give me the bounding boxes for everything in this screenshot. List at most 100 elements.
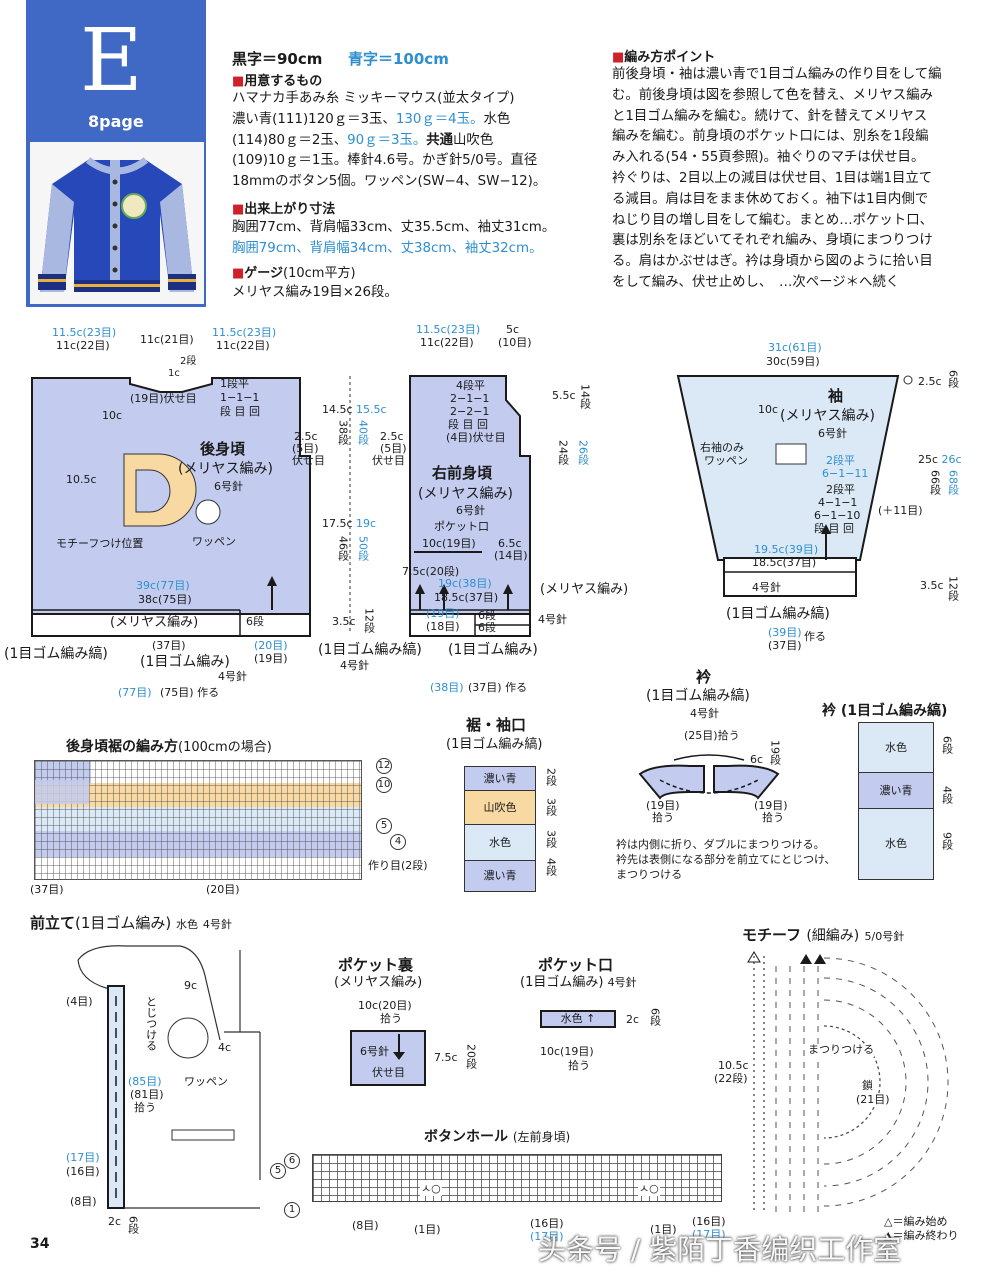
collar-title: 衿 [696, 668, 712, 686]
placket-c4: 4c [218, 1041, 232, 1054]
hem-rows-4: 4段 [544, 858, 558, 876]
sleeve-h-rows-blue: 68段 [946, 470, 960, 495]
hem-cuff-title: 裾・袖口 [466, 716, 527, 734]
back-top-left: 11c(22目) [56, 339, 110, 352]
placket-st4: (4目) [66, 995, 93, 1008]
sleeve-cuff-h: 3.5c [920, 579, 944, 592]
pocket-back-box [350, 1030, 426, 1086]
front-neck-h: 5.5c [552, 389, 576, 402]
motif-rows: (22段) [714, 1072, 748, 1085]
front-rib-label: (1目ゴム編み縞) [318, 642, 422, 658]
back-neck-rule-3: 段 目 回 [220, 405, 260, 418]
hem-stripe-2: 山吹色 [465, 791, 535, 825]
sleeve-wappen-2: ワッペン [704, 454, 748, 467]
back-body-diagram [31, 377, 311, 637]
sleeve-stitch: (メリヤス編み) [780, 408, 875, 424]
placket-diagram [77, 945, 261, 1209]
front-needle4: 4号針 [538, 613, 567, 626]
chart-st-left: (37目) [30, 883, 64, 896]
sleeve-diagram [676, 375, 913, 597]
sleeve-h: 25c 26c [918, 453, 962, 466]
sleeve-rib-label: (1目ゴム編み縞) [726, 606, 830, 622]
back-motif-pos: モチーフつけ位置 [56, 537, 144, 550]
sleeve-top-h: 2.5c [918, 375, 942, 388]
back-armhole-bind: 伏せ目 [292, 454, 325, 467]
sleeve-top-blue: 31c(61目) [768, 341, 822, 354]
back-rib-label: (1目ゴム編み縞) [4, 646, 108, 662]
hem-chart-left-block [35, 780, 89, 804]
front-stitch: (メリヤス編み) [418, 486, 513, 502]
page-ref: 8page [88, 112, 144, 131]
sleeve-h-rows: 66段 [928, 470, 942, 495]
collar-stripe-3: 水色 [859, 809, 933, 879]
buttonhole-mark-1: ㅅ○ [420, 1180, 442, 1196]
sleeve-title: 袖 [828, 387, 844, 405]
sleeve-inc-3: 6−1−10 [814, 509, 861, 522]
hem-stripe-4: 濃い青 [465, 861, 535, 891]
front-band-rows: 6段 [478, 609, 496, 622]
collar-stripe-1: 水色 [859, 723, 933, 773]
pocket-mouth-h: 2c [626, 1013, 640, 1026]
back-rib-st2: (19目) [254, 652, 288, 665]
back-vertical-ruler [349, 376, 351, 634]
pocket-back-arrow [398, 1034, 400, 1054]
sleeve-inc-blue-2: 6−1−11 [822, 467, 869, 480]
front-top-right-st: (10目) [498, 336, 532, 349]
collar-pick-l2: 拾う [652, 811, 674, 824]
hem-rows-2: 3段 [544, 798, 558, 816]
collar-subtitle: (1目ゴム編み縞) [646, 688, 750, 704]
sleeve-top-rows: 6段 [946, 370, 960, 388]
front-top-left-blue: 11.5c(23目) [416, 323, 481, 336]
collar-stripe-rows-1: 6段 [940, 736, 954, 754]
pocket-mouth-subtitle: (1目ゴム編み) 4号針 [520, 975, 637, 990]
buttonhole-st16-blue: (17目) [530, 1230, 564, 1243]
chart-cast-on: 作り目(2段) [368, 859, 428, 872]
sleeve-inc-4: 段 目 回 [814, 522, 854, 535]
sleeve-wappen-1: 右袖のみ [700, 441, 744, 454]
front-top-left: 11c(22目) [420, 336, 474, 349]
front-rows2-blue: 26段 [576, 440, 590, 465]
front-body-diagram [409, 375, 531, 637]
finished-line1: 胸囲77cm、背肩幅33cm、丈35.5cm、袖丈31cm。 [232, 220, 556, 235]
buttonhole-grid [312, 1154, 722, 1202]
motif-title: モチーフ (細編み) 5/0号針 [742, 926, 905, 944]
front-neck-rule-4: 段 目 回 [448, 418, 488, 431]
watermark: 头条号 / 紫陌丁香编织工作室 [538, 1233, 902, 1266]
buttonhole-st17r-blue: (17目) [692, 1228, 726, 1241]
sleeve-cast-on: (37目) [768, 639, 802, 652]
hem-chart-grid [34, 760, 362, 880]
pocket-back-h: 7.5c [434, 1051, 458, 1064]
collar-stripe-rows-3: 9段 [940, 832, 954, 850]
back-h3-rows: 12段 [362, 608, 376, 633]
sleeve-len-cm: 10c [758, 403, 779, 416]
materials-heading: ■用意するもの [232, 74, 323, 89]
back-neck-cm: 1c [168, 368, 180, 379]
back-armhole-st: (5目) [292, 442, 319, 455]
buttonhole-mark-2: ㅅ○ [638, 1180, 660, 1196]
back-h2: 17.5c 19c [322, 517, 377, 530]
sleeve-cast-on-blue: (39目) [768, 626, 802, 639]
sweater-photo [30, 142, 204, 304]
finished-line2: 胸囲79cm、背肩幅34cm、丈38cm、袖丈32cm。 [232, 241, 543, 256]
hem-rows-1: 2段 [544, 768, 558, 786]
front-armhole-bind: 伏せ目 [372, 454, 405, 467]
gauge-heading: ■ゲージ(10cm平方) [232, 266, 356, 281]
collar-pick-r: (19目) [754, 799, 788, 812]
buttonhole-title: ボタンホール (左前身頃) [424, 1129, 571, 1145]
collar-rows: 19段 [768, 740, 782, 765]
collar-pick-r2: 拾う [762, 811, 784, 824]
collar-stripe-rows-2: 4段 [940, 786, 954, 804]
buttonhole-st1b: (1目) [650, 1223, 677, 1236]
front-pocket-h: 7.5c(20段) [402, 565, 460, 578]
hem-rows-3: 3段 [544, 830, 558, 848]
sleeve-inc-total: (＋11目) [878, 504, 923, 517]
page-number: 34 [30, 1236, 50, 1252]
collar-pick-l: (19目) [646, 799, 680, 812]
finished-heading: ■出来上がり寸法 [232, 202, 336, 217]
back-stitch: (メリヤス編み) [178, 461, 273, 477]
gauge-line: メリヤス編み19目×26段。 [232, 285, 398, 300]
front-cast-on: (37目) 作る [468, 681, 528, 694]
hem-stripe-3: 水色 [465, 825, 535, 861]
back-band-rows: 6段 [246, 615, 264, 628]
front-stockinette: (メリヤス編み) [540, 582, 629, 597]
